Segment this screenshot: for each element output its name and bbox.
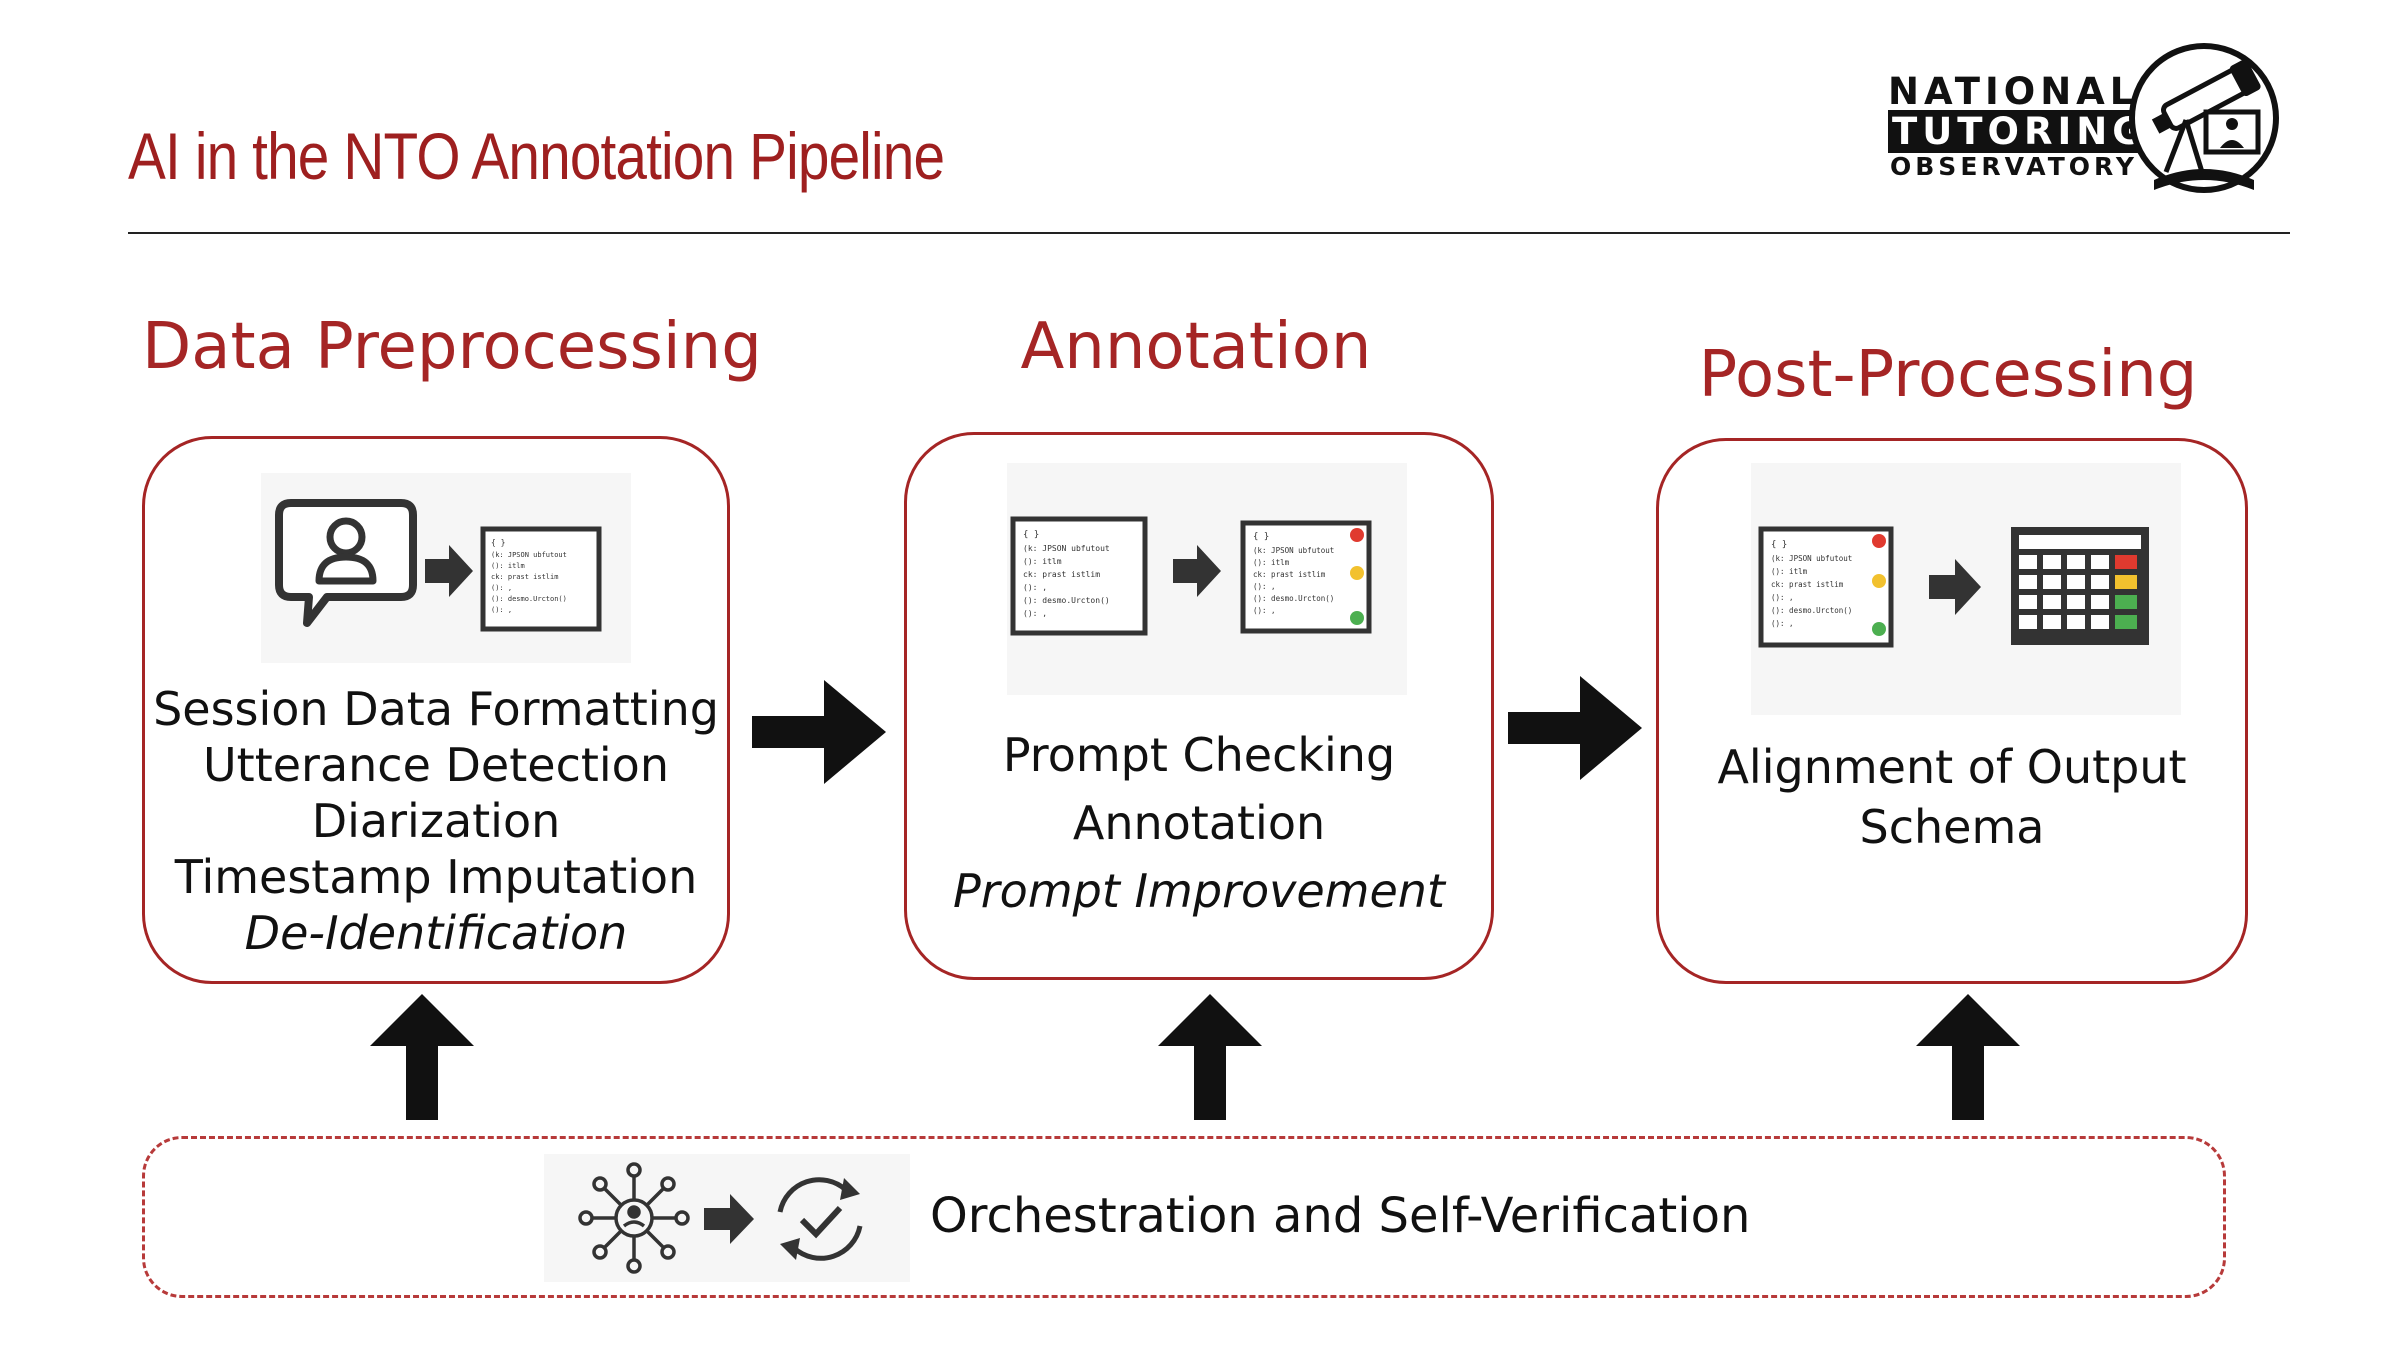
stage-box-annotation: { } (k: JPSON ubfutout (): itlm ck: pras…: [904, 432, 1494, 980]
stage-title-data-preprocessing: Data Preprocessing: [142, 310, 762, 384]
stage-item: Session Data Formatting: [153, 682, 719, 736]
svg-text:(): desmo.Urcton(): (): desmo.Urcton(): [1253, 594, 1334, 603]
right-arrow-icon: [1929, 559, 1981, 615]
svg-text:ck: prast istlim: ck: prast istlim: [1253, 570, 1326, 579]
telescope-logo-icon: [2129, 43, 2279, 193]
stage-item: Annotation: [1072, 796, 1326, 850]
svg-text:(): ,: (): ,: [1253, 582, 1276, 591]
stage-item-italic: Prompt Improvement: [953, 864, 1445, 918]
svg-text:(k: JPSON ubfutout: (k: JPSON ubfutout: [1771, 554, 1852, 563]
flow-arrow-up-1: [370, 994, 474, 1120]
preprocessing-illustration: { } (k: JPSON ubfutout (): itlm ck: pras…: [261, 473, 631, 663]
flow-arrow-up-2: [1158, 994, 1262, 1120]
chat-user-icon: [275, 499, 417, 627]
svg-text:(): ,: (): ,: [1771, 619, 1794, 628]
code-document-checked-icon: { } (k: JPSON ubfutout (): itlm ck: pras…: [1240, 520, 1372, 634]
svg-text:(): itlm: (): itlm: [491, 562, 525, 570]
svg-text:(k: JPSON ubfutout: (k: JPSON ubfutout: [1023, 544, 1110, 553]
svg-text:(): ,: (): ,: [1253, 606, 1276, 615]
refresh-check-icon: [777, 1177, 863, 1261]
flow-arrow-right-2: [1508, 676, 1642, 780]
title-divider: [128, 232, 2290, 234]
svg-text:(): ,: (): ,: [491, 584, 512, 592]
nto-logo: NATIONAL TUTORING OBSERVATORY: [1888, 40, 2288, 210]
code-document-checked-icon: { } (k: JPSON ubfutout (): itlm ck: pras…: [1758, 526, 1894, 648]
svg-text:(): ,: (): ,: [1023, 609, 1047, 618]
logo-line-national: NATIONAL: [1888, 70, 2139, 113]
svg-text:(): ,: (): ,: [491, 606, 512, 614]
stage-item: Timestamp Imputation: [174, 850, 698, 904]
svg-text:{ }: { }: [1023, 530, 1039, 540]
stage-title-annotation: Annotation: [1020, 310, 1372, 384]
post-processing-illustration: { } (k: JPSON ubfutout (): itlm ck: pras…: [1751, 463, 2181, 715]
flow-arrow-right-1: [752, 680, 886, 784]
stage-items-annotation: Prompt Checking Annotation Prompt Improv…: [907, 721, 1491, 925]
stage-item: Schema: [1859, 800, 2045, 854]
table-grid-icon: [2011, 527, 2149, 645]
code-document-icon: { } (k: JPSON ubfutout (): itlm ck: pras…: [1010, 516, 1148, 636]
code-document-icon: { } (k: JPSON ubfutout (): itlm ck: pras…: [480, 526, 602, 632]
right-arrow-icon: [704, 1194, 754, 1244]
svg-text:{ }: { }: [1771, 540, 1787, 550]
svg-text:(): itlm: (): itlm: [1253, 558, 1290, 567]
stage-box-post-processing: { } (k: JPSON ubfutout (): itlm ck: pras…: [1656, 438, 2248, 984]
network-icon: [578, 1162, 690, 1274]
orchestration-label: Orchestration and Self-Verification: [930, 1188, 1751, 1244]
stage-items-post-processing: Alignment of Output Schema: [1659, 737, 2245, 857]
svg-text:(): desmo.Urcton(): (): desmo.Urcton(): [1023, 596, 1110, 605]
svg-text:(): ,: (): ,: [1023, 583, 1047, 592]
svg-text:ck: prast istlim: ck: prast istlim: [491, 573, 558, 581]
svg-text:{ }: { }: [1253, 532, 1269, 542]
svg-text:(k: JPSON ubfutout: (k: JPSON ubfutout: [1253, 546, 1334, 555]
stage-item-italic: De-Identification: [244, 906, 628, 960]
orchestration-box: [142, 1136, 2226, 1298]
stage-items-data-preprocessing: Session Data Formatting Utterance Detect…: [145, 681, 727, 961]
stage-item: Diarization: [311, 794, 561, 848]
stage-item: Utterance Detection: [203, 738, 669, 792]
stage-item: Prompt Checking: [1002, 728, 1396, 782]
svg-text:(): ,: (): ,: [1771, 593, 1794, 602]
orchestration-illustration: [544, 1154, 910, 1282]
svg-text:ck: prast istlim: ck: prast istlim: [1771, 580, 1844, 589]
svg-text:(k: JPSON ubfutout: (k: JPSON ubfutout: [491, 551, 567, 559]
svg-text:(): desmo.Urcton(): (): desmo.Urcton(): [1771, 606, 1852, 615]
right-arrow-icon: [1173, 545, 1221, 597]
svg-text:(): desmo.Urcton(): (): desmo.Urcton(): [491, 595, 567, 603]
svg-text:(): itlm: (): itlm: [1771, 567, 1808, 576]
stage-item: Alignment of Output: [1717, 740, 2187, 794]
page-title: AI in the NTO Annotation Pipeline: [128, 119, 945, 193]
flow-arrow-up-3: [1916, 994, 2020, 1120]
svg-text:(): itlm: (): itlm: [1023, 557, 1062, 566]
stage-title-post-processing: Post-Processing: [1698, 338, 2198, 412]
logo-line-tutoring: TUTORING: [1888, 110, 2152, 153]
svg-text:ck: prast istlim: ck: prast istlim: [1023, 570, 1100, 579]
annotation-illustration: { } (k: JPSON ubfutout (): itlm ck: pras…: [1007, 463, 1407, 695]
right-arrow-icon: [425, 545, 473, 597]
svg-text:{ }: { }: [491, 538, 505, 547]
stage-box-data-preprocessing: { } (k: JPSON ubfutout (): itlm ck: pras…: [142, 436, 730, 984]
logo-line-observatory: OBSERVATORY: [1890, 152, 2138, 181]
